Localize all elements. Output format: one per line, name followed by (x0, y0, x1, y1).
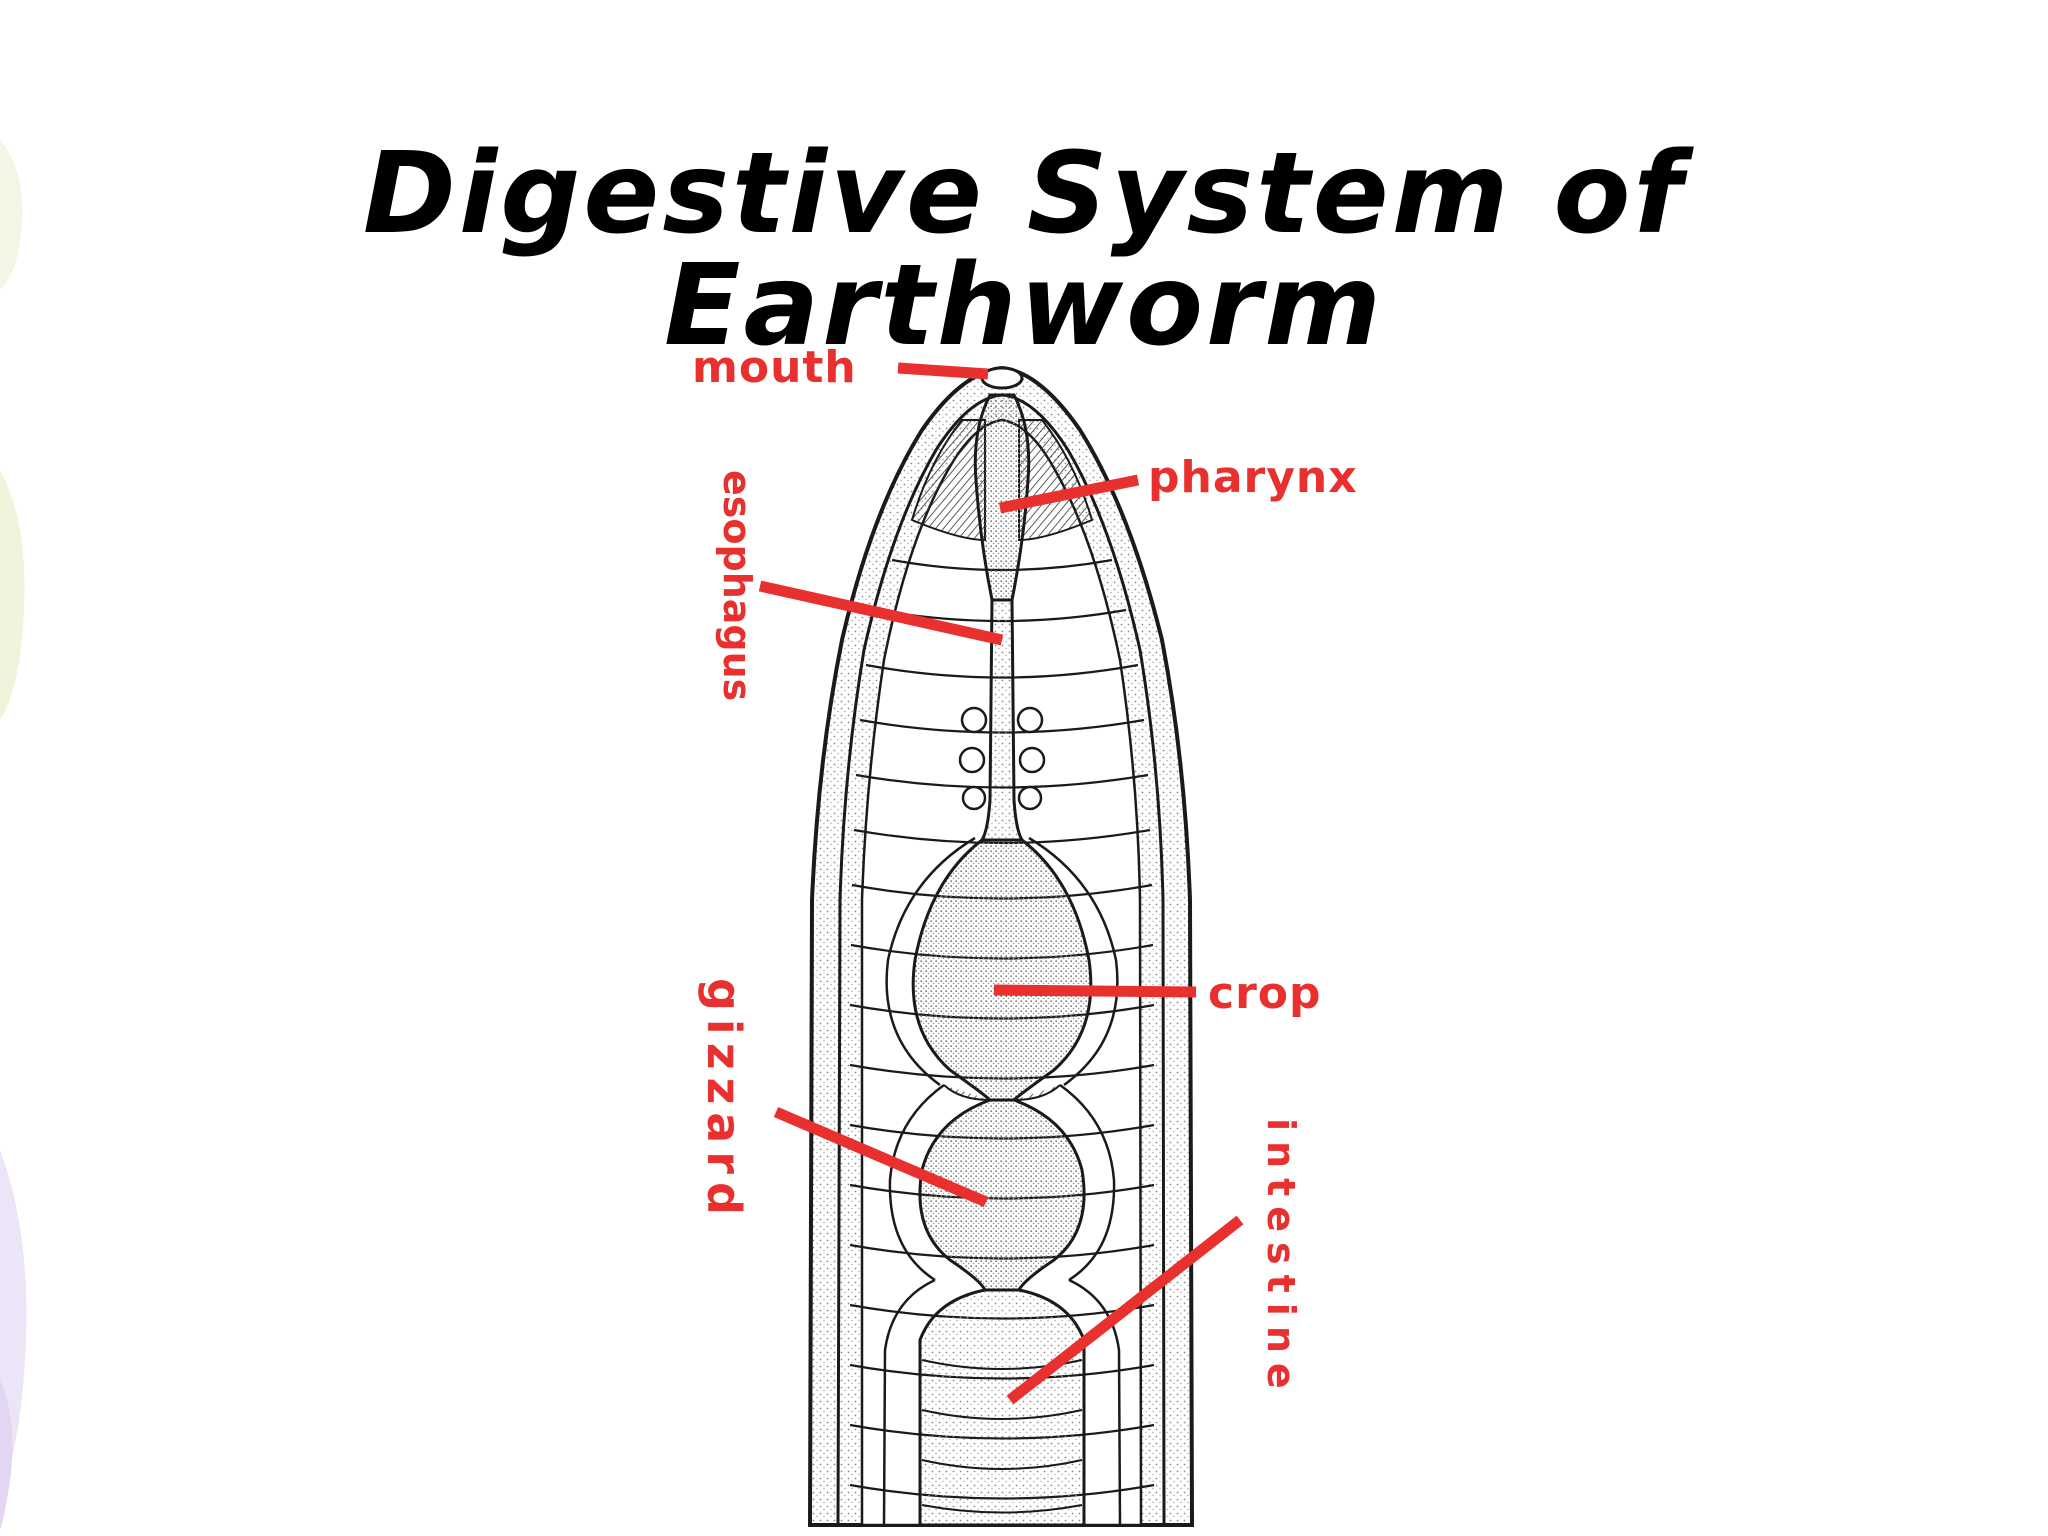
label-gizzard: gizzard (697, 978, 751, 1223)
esophageal-glands (958, 706, 1046, 811)
intestine-organ (918, 1288, 1086, 1527)
slide-title: Digestive System of Earthworm (362, 129, 1686, 371)
side-decoration (0, 140, 27, 1530)
label-mouth: mouth (692, 342, 857, 393)
label-esophagus: esophagus (715, 470, 759, 701)
label-intestine: intestine (1259, 1118, 1303, 1399)
leader-line-mouth (897, 362, 989, 380)
leader-line-esophagus (758, 580, 1004, 646)
leader-line-pharynx (998, 474, 1140, 514)
head-muscle (910, 419, 1094, 542)
label-crop: crop (1208, 968, 1322, 1019)
label-pharynx: pharynx (1148, 452, 1358, 503)
leader-lines (758, 362, 1244, 1405)
leader-line-crop (993, 984, 1197, 998)
leader-line-gizzard (773, 1106, 989, 1208)
leader-line-intestine (1006, 1215, 1244, 1405)
